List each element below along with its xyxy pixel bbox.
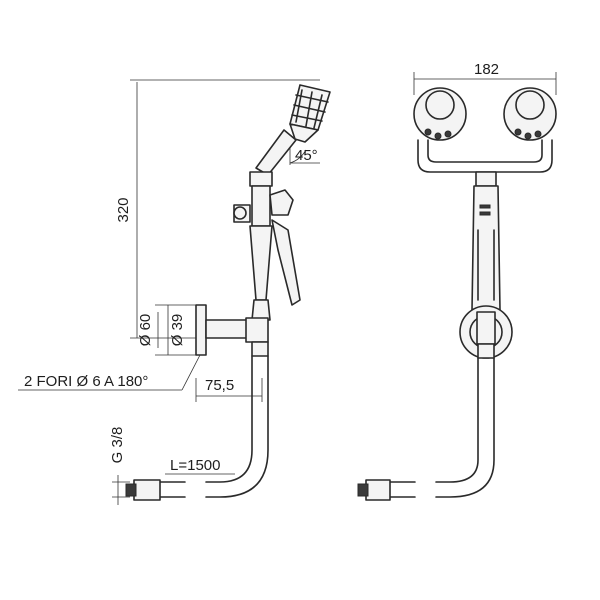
- front-view: 182: [357, 61, 557, 501]
- hose-length-label: L=1500: [170, 457, 220, 474]
- dimension-182: 182: [413, 61, 557, 95]
- ring-bracket: [459, 305, 513, 359]
- thread-callout: G 3/8: [109, 427, 130, 505]
- dim-320-label: 320: [115, 197, 132, 222]
- valve-body: [233, 129, 301, 321]
- thread-label: G 3/8: [109, 427, 126, 464]
- holes-label: 2 FORI Ø 6 A 180°: [24, 373, 148, 390]
- side-view: 320 45°: [18, 79, 331, 505]
- hose-length-callout: L=1500: [165, 457, 235, 475]
- front-hose: [357, 357, 495, 501]
- hose: [125, 355, 269, 501]
- dim-182-label: 182: [474, 61, 499, 78]
- dimension-75-5: 75,5: [195, 377, 263, 402]
- angle-45-label: 45°: [295, 147, 318, 164]
- dim-60-label: Ø 60: [137, 314, 154, 347]
- handle-body: [471, 171, 501, 311]
- dimension-320: 320: [115, 79, 320, 339]
- angle-45: 45°: [289, 135, 320, 165]
- dim-39-label: Ø 39: [169, 314, 186, 347]
- shower-head: [289, 84, 331, 143]
- dim-75-5-label: 75,5: [205, 377, 234, 394]
- wall-bracket: Ø 60 Ø 39: [137, 304, 269, 357]
- holes-callout: 2 FORI Ø 6 A 180°: [18, 354, 201, 391]
- twin-shower-heads: [413, 87, 557, 173]
